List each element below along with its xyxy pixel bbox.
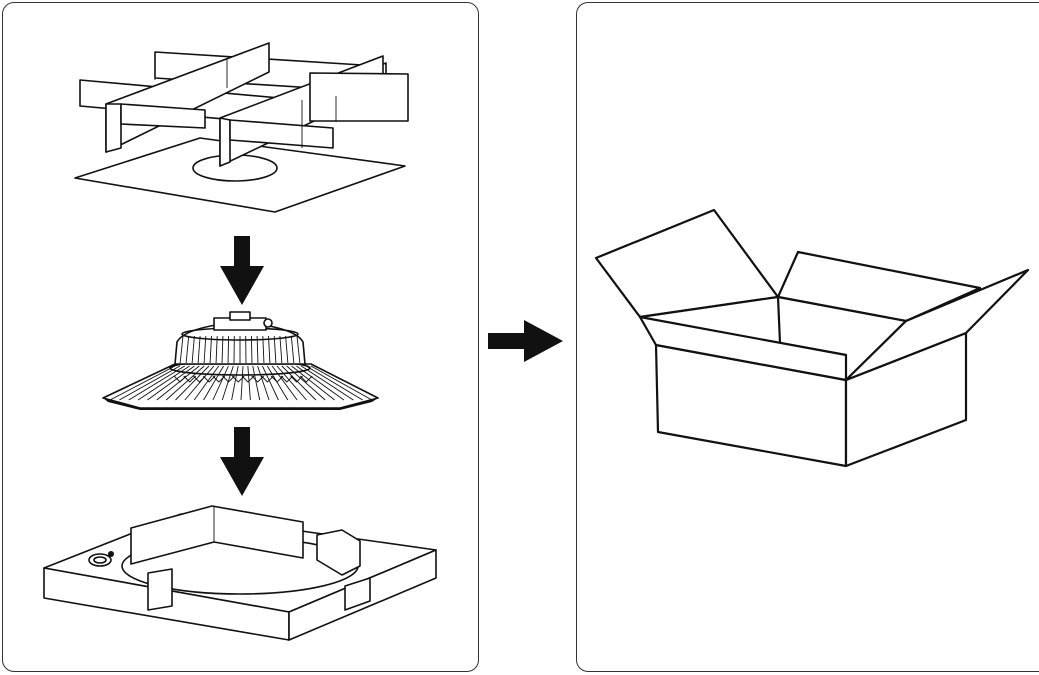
lamp-fin-line <box>296 365 345 401</box>
lamp-fin-line <box>247 365 251 401</box>
lamp-fin-chevron <box>202 375 216 383</box>
lamp-fin-line <box>147 365 195 401</box>
lamp-fin-line <box>281 365 317 401</box>
lamp-fin-line <box>175 365 210 401</box>
lamp-fin-line <box>212 365 229 401</box>
lamp-fin-line <box>291 365 335 401</box>
lamp-housing-rib <box>268 335 271 364</box>
lamp-fin-line <box>109 365 176 401</box>
lamp-fin-line <box>193 365 220 401</box>
lamp-fin-line <box>240 365 244 401</box>
lamp-fin-line <box>276 365 307 401</box>
lamp-housing-rib <box>227 335 230 364</box>
lamp-fin-line <box>252 365 261 401</box>
lamp-fin-line <box>231 365 239 401</box>
arrow-right-icon <box>488 320 563 362</box>
lamp-housing-rib <box>290 335 295 364</box>
lamp-housing-rib <box>273 335 277 364</box>
lamp-fin-line <box>262 365 279 401</box>
lamp-housing-rib <box>256 335 259 364</box>
lamp-fin-line <box>286 365 326 401</box>
foam-tray-icon <box>43 505 437 641</box>
grid-divider-icon <box>74 42 409 213</box>
lamp-fin-line <box>184 365 215 401</box>
lamp-fin-chevron <box>270 375 284 383</box>
lamp-fin-chevron <box>299 375 313 383</box>
lamp-fin-line <box>257 365 270 401</box>
lamp-fin-chevron <box>290 375 303 383</box>
lamp-fin-line <box>221 365 234 401</box>
lamp-fin-line <box>137 365 190 401</box>
lamp-housing-rib <box>262 335 265 364</box>
lamp-fin-line <box>305 365 363 401</box>
lamp-housing-rib <box>221 335 224 364</box>
lamp-fin-line <box>165 365 205 401</box>
lamp-fin-line <box>156 365 200 401</box>
lamp-fin-line <box>266 365 289 401</box>
lamp-housing-rib <box>179 335 184 364</box>
lamp-fin-chevron <box>183 375 197 383</box>
high-bay-lamp-icon <box>102 311 379 410</box>
arrow-down-icon <box>220 236 264 305</box>
open-box-icon <box>594 208 1030 468</box>
lamp-housing-rib <box>203 335 207 364</box>
lamp-housing-rib <box>185 335 190 364</box>
lamp-housing-rib <box>296 335 301 364</box>
lamp-fin-line <box>271 365 298 401</box>
lamp-fin-chevron <box>280 375 294 383</box>
lamp-fin-line <box>310 365 373 401</box>
lamp-fin-chevron <box>241 375 255 383</box>
lamp-housing-rib <box>197 335 201 364</box>
lamp-fin-chevron <box>261 375 274 383</box>
lamp-fin-line <box>203 365 224 401</box>
lamp-housing-rib <box>215 335 218 364</box>
arrow-down-icon <box>220 427 264 496</box>
lamp-housing-rib <box>285 335 289 364</box>
lamp-housing-rib <box>250 335 253 364</box>
lamp-fin-line <box>301 365 354 401</box>
lamp-fin-line <box>119 365 181 401</box>
lamp-housing-rib <box>191 335 195 364</box>
lamp-housing-rib <box>279 335 283 364</box>
lamp-fin-line <box>128 365 185 401</box>
lamp-housing-rib <box>209 335 212 364</box>
